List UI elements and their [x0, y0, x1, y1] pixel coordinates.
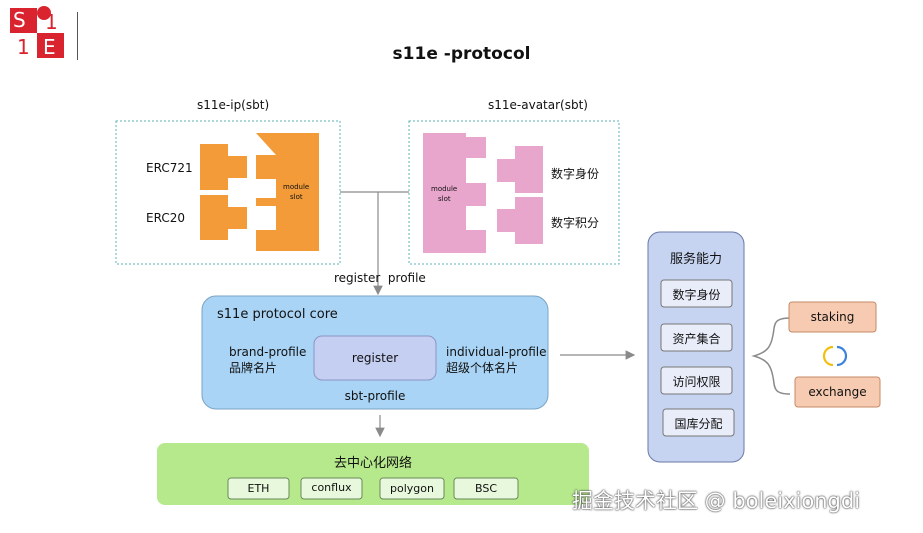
logo: S 1 1 E: [10, 6, 68, 60]
core-title: s11e protocol core: [217, 307, 338, 322]
service-item-0-box: [660, 279, 733, 308]
chain-bsc: BSC: [474, 482, 498, 495]
erc721-block: [200, 144, 247, 190]
avatar-module-slot: [423, 133, 486, 253]
points-block: [497, 197, 543, 244]
chain-conflux: conflux: [311, 481, 352, 494]
brace: [751, 317, 791, 395]
register-label: register: [351, 351, 399, 365]
page-title: s11e -protocol: [392, 44, 531, 64]
logo-tile-s: [10, 8, 37, 33]
logo-divider: [77, 12, 78, 60]
ip-panel-border: [115, 120, 341, 265]
chain-bsc-box: [453, 477, 519, 500]
brand-profile-label: brand-profile: [229, 345, 307, 359]
erc721-label: ERC721: [146, 161, 193, 175]
logo-char-s: S: [13, 8, 26, 32]
services-title: 服务能力: [669, 252, 722, 267]
logo-tile-e: [37, 33, 64, 58]
logo-circle: [37, 6, 51, 20]
exchange-label: exchange: [808, 385, 867, 399]
service-item-1: 资产集合: [672, 332, 721, 346]
staking-label: staking: [810, 310, 855, 324]
logo-char-1a: 1: [45, 10, 58, 34]
network-title: 去中心化网络: [333, 456, 412, 471]
ip-slot-label-1: module: [283, 183, 310, 191]
individual-profile-cn: 超级个体名片: [446, 361, 519, 375]
ip-panel-label: s11e-ip(sbt): [197, 98, 270, 112]
erc20-label: ERC20: [146, 211, 185, 225]
register-box: [313, 335, 437, 381]
staking-box: [788, 301, 877, 333]
service-item-2-box: [660, 366, 733, 395]
identity-block: [497, 146, 543, 193]
individual-profile-label: individual-profile: [446, 345, 547, 359]
sbt-profile-label: sbt-profile: [344, 389, 406, 403]
watermark: 掘金技术社区 @ boleixiongdi: [572, 489, 861, 513]
service-item-3-box: [662, 408, 735, 437]
brand-profile-cn: 品牌名片: [229, 361, 278, 375]
logo-char-e: E: [43, 35, 56, 59]
chain-polygon: polygon: [390, 482, 434, 495]
logo-char-1b: 1: [17, 35, 30, 59]
service-item-1-box: [660, 323, 733, 352]
chain-conflux-box: [300, 477, 363, 500]
exchange-box: [794, 376, 881, 408]
chain-eth-box: [227, 477, 290, 500]
sync-icon: [822, 345, 848, 367]
avatar-slot-label-1: module: [431, 185, 458, 193]
identity-label: 数字身份: [551, 167, 600, 181]
avatar-panel-label: s11e-avatar(sbt): [488, 98, 588, 112]
chain-polygon-box: [379, 477, 445, 500]
service-item-2: 访问权限: [672, 375, 721, 389]
ip-module-slot: [256, 133, 319, 251]
ip-slot-label-2: slot: [290, 193, 303, 201]
points-label: 数字积分: [551, 216, 600, 230]
avatar-panel-border: [408, 120, 620, 265]
register-profile-label: register profile: [334, 271, 426, 285]
chain-eth: ETH: [247, 482, 270, 495]
avatar-slot-label-2: slot: [438, 195, 451, 203]
service-item-3: 国库分配: [674, 417, 723, 431]
service-item-0: 数字身份: [672, 288, 721, 302]
erc20-block: [200, 195, 247, 240]
